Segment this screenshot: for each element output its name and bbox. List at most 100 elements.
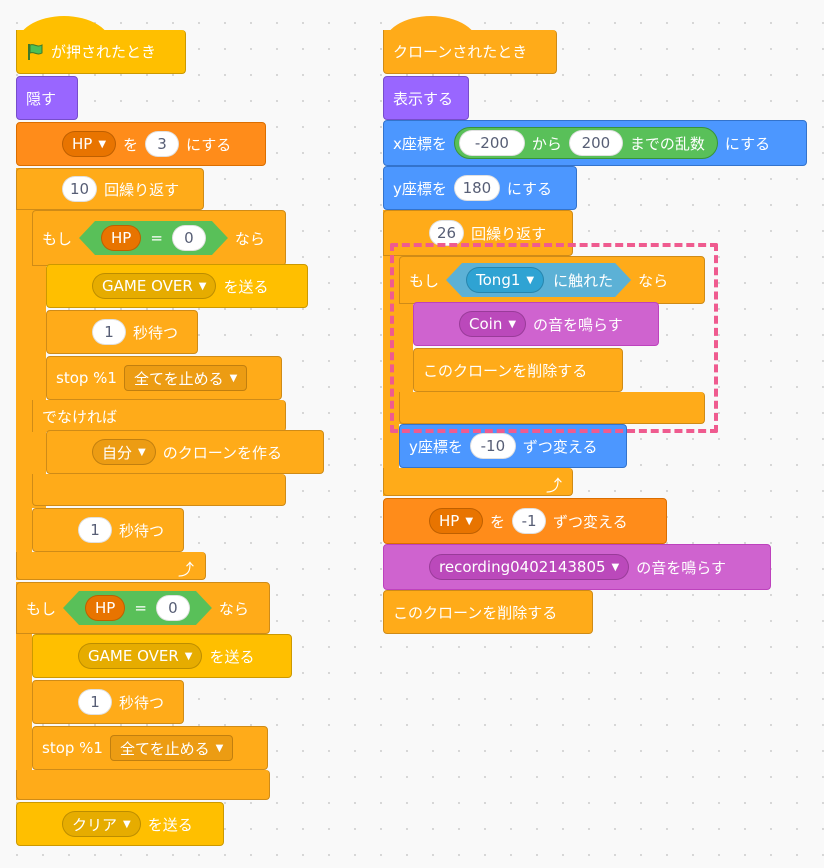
stop-option-dropdown[interactable]: 全てを止める▼	[123, 365, 248, 391]
if-else-end[interactable]	[32, 474, 286, 506]
change-value-input[interactable]: -1	[512, 508, 547, 534]
repeat-end[interactable]	[16, 552, 206, 580]
delete-clone-block[interactable]: このクローンを削除する	[413, 348, 623, 392]
then-label: なら	[638, 271, 669, 290]
clone-label: のクローンを作る	[162, 443, 282, 462]
pick-random-operator[interactable]: -200 から 200 までの乱数	[453, 127, 718, 159]
if-touching-block[interactable]: もし Tong1▼ に触れた なら	[399, 256, 705, 304]
play-coin-sound-block[interactable]: Coin▼ の音を鳴らす	[413, 302, 659, 346]
when-flag-clicked-block[interactable]: が押されたとき	[16, 30, 186, 74]
delete-clone-block[interactable]: このクローンを削除する	[383, 590, 593, 634]
then-label: なら	[234, 229, 265, 248]
set-label: を	[123, 135, 139, 154]
dropdown-arrow-icon: ▼	[198, 280, 207, 292]
if-end[interactable]	[399, 392, 705, 424]
repeat-block[interactable]: 26 回繰り返す	[383, 210, 573, 256]
stop-all-block[interactable]: stop %1 全てを止める▼	[32, 726, 268, 770]
hp-variable-dropdown[interactable]: HP▼	[62, 131, 117, 157]
else-label: でなければ	[42, 407, 118, 426]
set-suffix: にする	[186, 135, 232, 154]
broadcast-label: を送る	[147, 815, 193, 834]
repeat-count-input[interactable]: 10	[62, 176, 98, 202]
set-hp-block[interactable]: HP▼ を 3 にする	[16, 122, 266, 166]
repeat-block-body[interactable]	[16, 168, 32, 580]
dropdown-text: 全てを止める	[119, 739, 210, 758]
equals-sign: =	[150, 229, 163, 247]
stop-option-dropdown[interactable]: 全てを止める ▼	[109, 735, 234, 761]
touching-label: に触れた	[553, 271, 614, 290]
change-y-label: y座標を	[409, 437, 463, 456]
reporter-text: HP	[95, 599, 116, 617]
repeat-end[interactable]	[383, 468, 573, 496]
repeat-block[interactable]: 10 回繰り返す	[16, 168, 204, 210]
show-label: 表示する	[393, 89, 454, 108]
show-block[interactable]: 表示する	[383, 76, 469, 120]
dropdown-arrow-icon: ▼	[508, 318, 517, 330]
delete-clone-label: このクローンを削除する	[393, 603, 558, 622]
if-else-block[interactable]: もし HP = 0 なら	[32, 210, 286, 266]
reporter-text: HP	[111, 229, 132, 247]
change-y-suffix: ずつ変える	[522, 437, 598, 456]
set-x-label: x座標を	[393, 134, 447, 153]
change-y-input[interactable]: -10	[469, 433, 516, 459]
hide-block[interactable]: 隠す	[16, 76, 78, 120]
dropdown-text: Coin	[469, 315, 503, 333]
random-to-input[interactable]: 200	[568, 130, 623, 156]
wait-block[interactable]: 1 秒待つ	[32, 508, 184, 552]
set-x-block[interactable]: x座標を -200 から 200 までの乱数 にする	[383, 120, 807, 166]
play-sound-label: の音を鳴らす	[636, 558, 726, 577]
stop-all-block[interactable]: stop %1 全てを止める▼	[46, 356, 282, 400]
equals-operator[interactable]: HP = 0	[63, 591, 212, 625]
compare-value-input[interactable]: 0	[156, 595, 190, 621]
create-clone-block[interactable]: 自分▼ のクローンを作る	[46, 430, 324, 474]
wait-label: 秒待つ	[119, 521, 165, 540]
broadcast-label: を送る	[209, 647, 255, 666]
when-clone-starts-block[interactable]: クローンされたとき	[383, 30, 557, 74]
change-hp-block[interactable]: HP▼ を -1 ずつ変える	[383, 498, 667, 544]
wait-seconds-input[interactable]: 1	[78, 517, 112, 543]
hp-variable-dropdown[interactable]: HP▼	[429, 508, 484, 534]
message-dropdown[interactable]: GAME OVER▼	[92, 273, 217, 299]
if-body[interactable]	[16, 582, 32, 800]
hp-reporter[interactable]: HP	[85, 595, 125, 621]
dropdown-text: Tong1	[476, 271, 521, 289]
wait-block[interactable]: 1 秒待つ	[46, 310, 198, 354]
change-suffix: ずつ変える	[553, 512, 628, 531]
equals-operator[interactable]: HP = 0	[79, 221, 228, 255]
dropdown-arrow-icon: ▼	[526, 274, 535, 286]
dropdown-arrow-icon: ▼	[98, 138, 107, 150]
set-y-label: y座標を	[393, 179, 447, 198]
set-y-block[interactable]: y座標を 180 にする	[383, 166, 577, 210]
random-label: までの乱数	[629, 134, 705, 153]
wait-block[interactable]: 1 秒待つ	[32, 680, 184, 724]
value-input[interactable]: 3	[145, 131, 180, 157]
equals-sign: =	[134, 599, 147, 617]
dropdown-text: クリア	[72, 815, 118, 834]
dropdown-text: GAME OVER	[88, 647, 179, 665]
wait-seconds-input[interactable]: 1	[92, 319, 126, 345]
dropdown-text: HP	[439, 512, 460, 530]
wait-seconds-input[interactable]: 1	[78, 689, 112, 715]
set-x-suffix: にする	[724, 134, 771, 153]
else-section[interactable]: でなければ	[32, 400, 286, 432]
if-else-body[interactable]	[32, 210, 46, 508]
dropdown-arrow-icon: ▼	[215, 742, 224, 754]
message-dropdown[interactable]: クリア▼	[62, 811, 141, 837]
sound-dropdown[interactable]: Coin ▼	[459, 311, 527, 337]
touching-condition[interactable]: Tong1 ▼ に触れた	[446, 263, 631, 297]
hat-label: クローンされたとき	[393, 43, 528, 61]
y-value-input[interactable]: 180	[453, 175, 500, 201]
message-dropdown[interactable]: GAME OVER▼	[78, 643, 203, 669]
broadcast-game-over-block[interactable]: GAME OVER▼ を送る	[32, 634, 292, 678]
broadcast-game-over-block[interactable]: GAME OVER▼ を送る	[46, 264, 308, 308]
if-end[interactable]	[16, 770, 270, 800]
sprite-dropdown[interactable]: Tong1 ▼	[466, 267, 544, 293]
hp-reporter[interactable]: HP	[101, 225, 141, 251]
if-block[interactable]: もし HP = 0 なら	[16, 582, 270, 634]
random-from-input[interactable]: -200	[458, 130, 525, 156]
broadcast-clear-block[interactable]: クリア▼ を送る	[16, 802, 224, 846]
sound-dropdown[interactable]: recording0402143805▼	[429, 554, 630, 580]
clone-target-dropdown[interactable]: 自分▼	[92, 439, 156, 465]
play-recording-sound-block[interactable]: recording0402143805▼ の音を鳴らす	[383, 544, 771, 590]
compare-value-input[interactable]: 0	[172, 225, 206, 251]
